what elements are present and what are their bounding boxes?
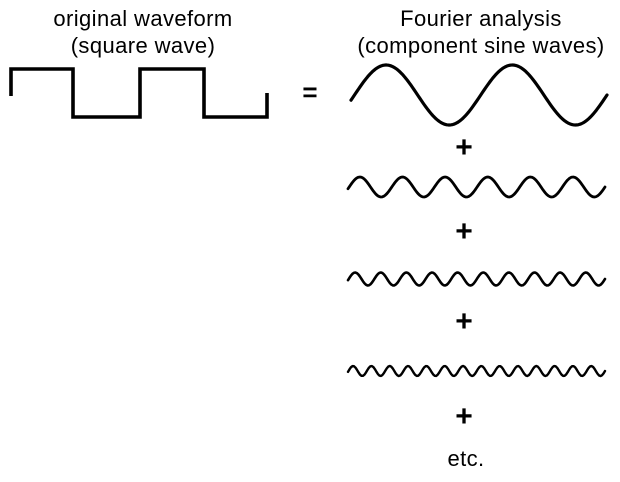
right-title-line1: Fourier analysis (400, 6, 562, 31)
equals-sign: = (302, 77, 318, 107)
left-title-line1: original waveform (53, 6, 233, 31)
left-title-line2: (square wave) (70, 33, 216, 58)
plus-sign-2: + (455, 215, 473, 248)
plus-sign-3: + (455, 305, 473, 338)
right-title-line2: (component sine waves) (357, 33, 605, 58)
plus-sign-1: + (455, 131, 473, 164)
sine-wave-harmonic-3 (346, 175, 607, 199)
left-panel-title: original waveform (square wave) (23, 5, 263, 59)
plus-sign-4: + (455, 400, 473, 433)
right-panel-title: Fourier analysis (component sine waves) (336, 5, 620, 59)
sine-wave-harmonic-1 (349, 63, 609, 127)
sine-wave-harmonic-7 (346, 364, 607, 378)
etc-label: etc. (447, 446, 485, 471)
sine-wave-harmonic-5 (346, 271, 607, 287)
square-wave-path (9, 67, 269, 119)
